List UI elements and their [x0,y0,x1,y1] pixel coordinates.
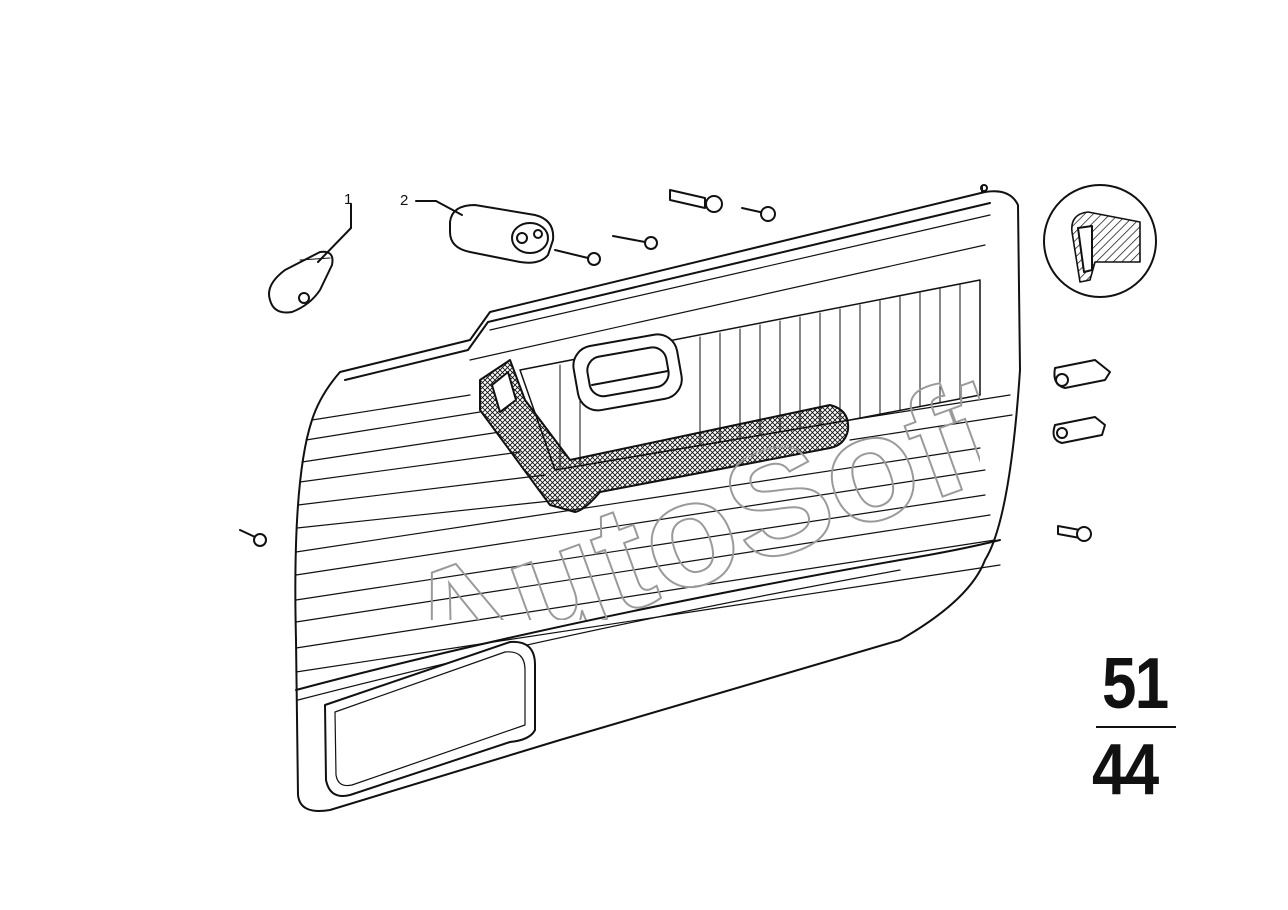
seal-detail-circle [1043,184,1157,298]
part-2-housing [415,200,555,264]
door-panel-outline [294,190,1021,812]
group-code-divider [1096,726,1176,728]
door-handle [572,333,683,412]
map-pocket [324,640,536,797]
screw-6 [1057,525,1092,542]
screw-5 [239,529,267,547]
callout-label-1: 1 [344,191,353,208]
screw-2 [612,235,658,250]
armrest [479,359,850,513]
group-code-top: 51 [1102,644,1169,724]
clip-2 [1052,416,1106,444]
screw-4 [741,206,776,222]
part-1-cover [268,203,352,314]
watermark-text: AutoSoft [382,339,980,620]
upper-pleats [295,394,1013,673]
callout-label-2: 2 [400,192,409,209]
clip-1 [1053,359,1111,389]
screw-1 [554,249,601,266]
top-rail [344,202,991,381]
group-code-bottom: 44 [1092,730,1159,810]
watermark: AutoSoft [381,338,980,620]
screw-3 [669,189,723,213]
